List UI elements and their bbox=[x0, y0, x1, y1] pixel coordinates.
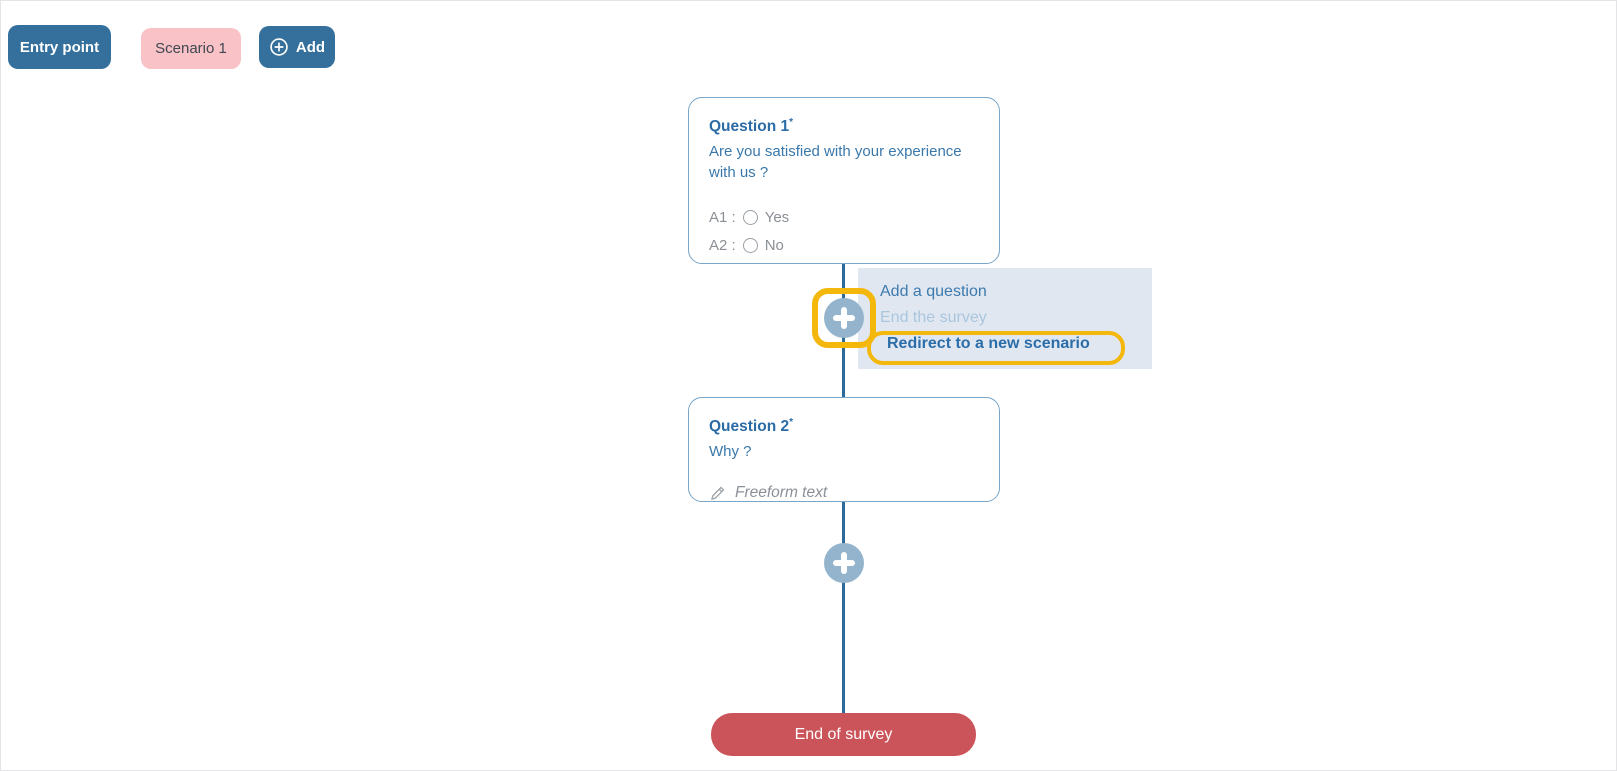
answer-row-a2[interactable]: A2 : No bbox=[709, 231, 979, 259]
menu-item-end-survey[interactable]: End the survey bbox=[880, 308, 987, 326]
radio-icon[interactable] bbox=[742, 209, 758, 225]
answer-prefix: A1 : bbox=[709, 208, 736, 226]
question-1-card[interactable]: Question 1* Are you satisfied with your … bbox=[688, 97, 1000, 264]
answer-row-a1[interactable]: A1 : Yes bbox=[709, 203, 979, 231]
question-1-text: Are you satisfied with your experience w… bbox=[709, 143, 962, 182]
insert-node-button-2[interactable] bbox=[824, 543, 864, 583]
question-2-card[interactable]: Question 2* Why ? Freeform text bbox=[688, 397, 1000, 502]
question-2-text: Why ? bbox=[709, 443, 752, 461]
tab-scenario-1[interactable]: Scenario 1 bbox=[141, 28, 241, 69]
required-marker: * bbox=[789, 117, 794, 128]
answer-list: A1 : Yes A2 : No bbox=[709, 203, 979, 259]
pencil-icon bbox=[711, 486, 725, 500]
radio-icon[interactable] bbox=[742, 237, 758, 253]
required-marker: * bbox=[789, 417, 794, 428]
entry-point-button[interactable]: Entry point bbox=[8, 25, 111, 69]
add-button-label: Add bbox=[295, 38, 326, 56]
insert-node-menu: Add a question End the survey Redirect t… bbox=[858, 268, 1152, 369]
end-of-survey-node[interactable]: End of survey bbox=[711, 713, 976, 756]
menu-item-redirect-scenario[interactable]: Redirect to a new scenario bbox=[887, 335, 1090, 352]
plus-node-icon bbox=[841, 552, 847, 574]
question-1-title: Question 1* bbox=[709, 117, 794, 136]
menu-item-add-question[interactable]: Add a question bbox=[880, 283, 987, 300]
answer-label: No bbox=[764, 236, 784, 254]
add-scenario-button[interactable]: Add bbox=[259, 26, 335, 68]
insert-node-button-1[interactable] bbox=[824, 298, 864, 338]
question-2-title: Question 2* bbox=[709, 417, 794, 436]
plus-in-circle-icon bbox=[270, 38, 288, 56]
answer-label: Yes bbox=[764, 208, 790, 226]
freeform-input-preview: Freeform text bbox=[709, 484, 979, 502]
freeform-placeholder: Freeform text bbox=[735, 484, 828, 502]
plus-node-icon bbox=[841, 307, 847, 329]
answer-prefix: A2 : bbox=[709, 236, 736, 254]
